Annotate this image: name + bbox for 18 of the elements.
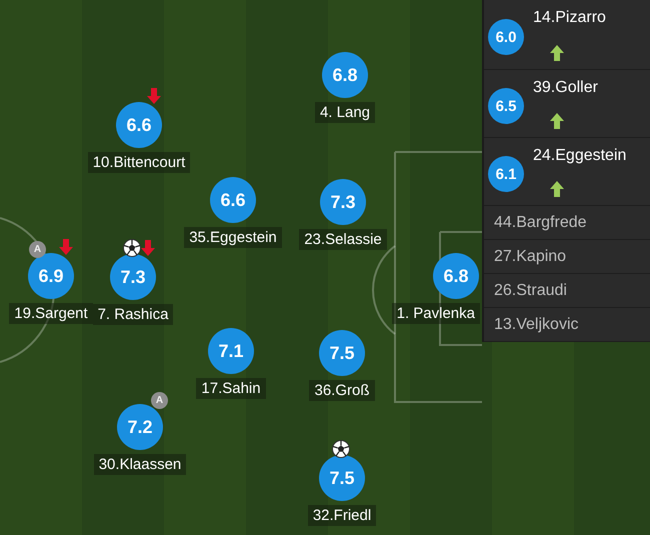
player-name: 23.Selassie	[299, 229, 387, 250]
player-name: 24.Eggestein	[533, 147, 626, 165]
player-name: 4. Lang	[314, 102, 376, 123]
player-name: 10.Bittencourt	[88, 152, 190, 173]
player-name: 14.Pizarro	[533, 9, 606, 27]
player-name: 26.Straudi	[494, 282, 567, 300]
player-name: 27.Kapino	[494, 248, 566, 266]
player-name: 32.Friedl	[308, 505, 376, 526]
player-name: 30.Klaassen	[94, 454, 186, 475]
player-name: 7. Rashica	[92, 304, 174, 325]
player-name: 35.Eggestein	[184, 227, 282, 248]
player-name: 13.Veljkovic	[494, 316, 578, 334]
player-name: 36.Groß	[309, 380, 375, 401]
player-name: 44.Bargfrede	[494, 214, 587, 232]
player-name: 39.Goller	[533, 79, 598, 97]
player-name: 19.Sargent	[9, 303, 93, 324]
player-name: 1. Pavlenka	[392, 303, 480, 324]
player-name: 17.Sahin	[196, 378, 266, 399]
